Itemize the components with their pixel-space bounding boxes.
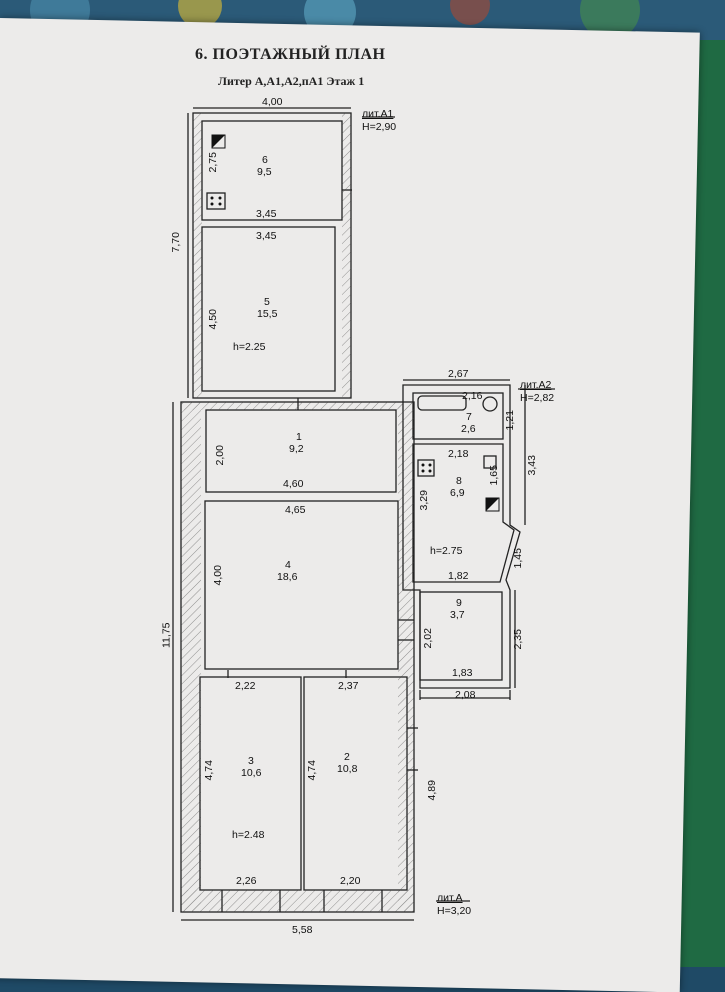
dim-top-width: 4,00 [262,96,283,108]
dim-r7-width: 2,16 [462,390,483,402]
room-8-height: h=2.75 [430,545,463,557]
room-3-height: h=2.48 [232,829,265,841]
dim-r4-width: 4,65 [285,504,306,516]
room-3-outline [199,676,302,891]
dim-r4-height: 4,00 [211,565,224,586]
page-title: 6. ПОЭТАЖНЫЙ ПЛАН [195,46,386,63]
sink-8 [483,455,497,469]
room-7-outline [412,392,504,440]
dim-r6-height: 2,75 [206,152,219,173]
lit-a2-label: лит.А2 [520,379,552,391]
room-4-number: 4 [285,559,291,571]
boiler-6 [212,135,225,148]
dim-r8-top: 2,18 [448,448,469,460]
dim-r5-height: 4,50 [206,309,219,330]
room-4-outline [204,500,399,670]
dim-r9-top: 1,82 [448,570,469,582]
dim-r3-height: 4,74 [202,760,215,781]
room-6-area: 9,5 [257,166,272,178]
toilet [482,396,498,412]
room-8-number: 8 [456,475,462,487]
lit-a2-height: Н=2,82 [520,392,555,404]
room-5-number: 5 [264,296,270,308]
wall-a2-outer [402,384,521,689]
dim-bay: 1,45 [511,548,524,569]
room-9-area: 3,7 [450,609,465,621]
room-4-area: 18,6 [277,571,298,583]
dim-r3-top: 2,22 [235,680,256,692]
room-9-number: 9 [456,597,462,609]
lit-a-label: лит.А [437,892,463,904]
stove-6 [206,192,226,210]
lit-a-height: Н=3,20 [437,905,472,917]
room-6-number: 6 [262,154,268,166]
dim-r9-bottom: 1,83 [452,667,473,679]
room-2-area: 10,8 [337,763,358,775]
room-1-number: 1 [296,431,302,443]
dim-r8-left: 3,29 [417,490,430,511]
dim-r2-height: 4,74 [305,760,318,781]
bathtub [417,395,467,411]
room-5-area: 15,5 [257,308,278,320]
room-5-height: h=2.25 [233,341,266,353]
dim-r5-width: 3,45 [256,230,277,242]
room-2-outline [303,676,408,891]
boiler-8 [486,498,499,511]
room-7-number: 7 [466,411,472,423]
dim-r7-height: 1,21 [503,410,516,431]
room-1-area: 9,2 [289,443,304,455]
dim-r2-top: 2,37 [338,680,359,692]
dim-right-a2: 3,43 [525,455,538,476]
dim-bottom-total: 5,58 [292,924,313,936]
lit-a1-height: Н=2,90 [362,121,397,133]
room-2-number: 2 [344,751,350,763]
dim-a2-bottom: 2,08 [455,689,476,701]
dim-r9-right: 2,35 [511,629,524,650]
dim-left-a: 11,75 [160,622,173,649]
dim-r1-height: 2,00 [213,445,226,466]
dim-r1-width: 4,60 [283,478,304,490]
room-3-area: 10,6 [241,767,262,779]
room-9-outline [419,591,503,681]
dim-left-a1: 7,70 [169,232,182,253]
dim-r6-width: 3,45 [256,208,277,220]
room-7-area: 2,6 [461,423,476,435]
dim-r3-bottom: 2,26 [236,875,257,887]
dim-r8-side: 1,65 [487,465,500,486]
dim-r2-bottom: 2,20 [340,875,361,887]
lit-a1-label: лит.А1 [362,108,394,120]
dim-right-a: 4,89 [425,780,438,801]
floor-plan [172,107,555,921]
page-subtitle: Литер А,А1,А2,пА1 Этаж 1 [218,74,365,88]
room-8-area: 6,9 [450,487,465,499]
dim-a2-top: 2,67 [448,368,469,380]
room-3-number: 3 [248,755,254,767]
stove-8 [417,459,435,477]
dim-r9-left: 2,02 [421,628,434,649]
